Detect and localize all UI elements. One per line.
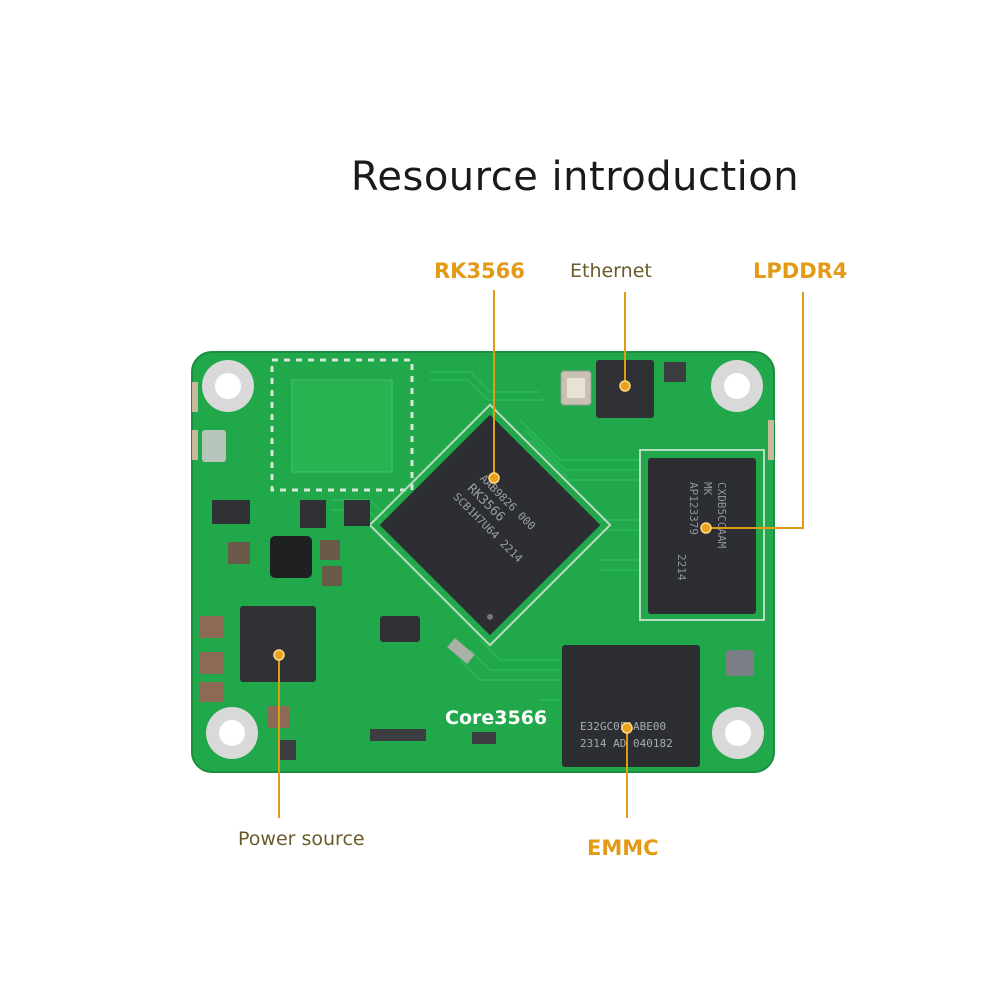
ram-text-1: CXDB5CCAAM: [715, 482, 728, 549]
small-components: [192, 382, 774, 760]
page-title: Resource introduction: [350, 154, 800, 200]
board-marking: Core3566: [445, 707, 547, 729]
rf-module: [270, 358, 414, 492]
callout-dot-ethernet: [619, 380, 631, 392]
label-rk3566: RK3566: [434, 259, 525, 283]
ram-text-3: AP123379: [687, 482, 700, 535]
pcb-board: AAB9826 000 RK3566 SCB1H7U64 2214 CXDB5C…: [191, 351, 775, 773]
callout-dot-emmc: [621, 722, 633, 734]
label-power-source: Power source: [238, 828, 365, 850]
callout-dots: [273, 380, 712, 734]
label-ethernet: Ethernet: [570, 260, 652, 282]
callout-dot-lpddr4: [700, 522, 712, 534]
emmc-chip: E32GC0F1ABE00 2314 AD 040182: [562, 645, 700, 767]
ethernet-chip: [560, 360, 686, 418]
ram-text-4: 2214: [675, 554, 688, 581]
callout-line-lpddr4: [706, 292, 804, 529]
ram-chip: CXDB5CCAAM MK AP123379 2214: [639, 449, 765, 621]
mounting-hole: [202, 360, 764, 759]
power-chip: [240, 536, 316, 682]
callout-dot-power: [273, 649, 285, 661]
callout-dot-rk3566: [488, 472, 500, 484]
label-lpddr4: LPDDR4: [753, 259, 848, 283]
callout-lines: [278, 290, 804, 818]
label-emmc: EMMC: [587, 836, 659, 860]
ram-text-2: MK: [701, 482, 714, 496]
